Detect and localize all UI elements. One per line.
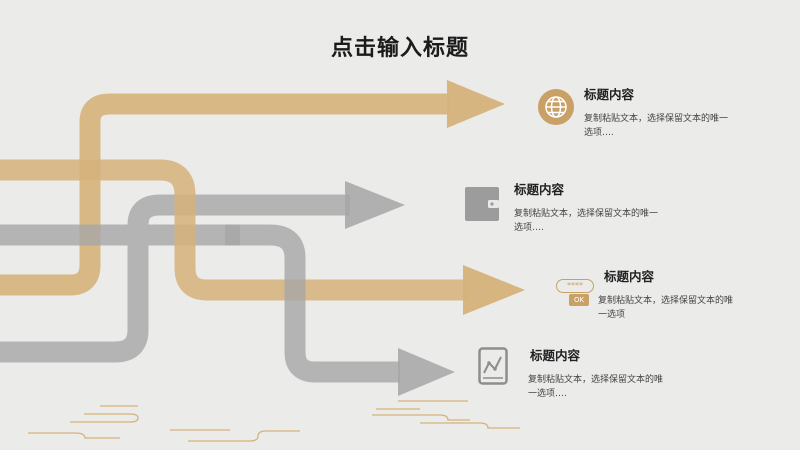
item-description: 复制粘贴文本，选择保留文本的唯一选项…. bbox=[584, 114, 729, 138]
item-description: 复制粘贴文本，选择保留文本的唯一选项…. bbox=[528, 375, 664, 399]
item-title: 标题内容 bbox=[530, 348, 581, 363]
item-1: 标题内容 复制粘贴文本，选择保留文本的唯一选项…. bbox=[584, 84, 734, 140]
ok-badge: OK bbox=[569, 294, 589, 306]
slide-title: 点击输入标题 bbox=[330, 36, 469, 61]
item-3: 标题内容 复制粘贴文本，选择保留文本的唯一选项 bbox=[598, 266, 738, 322]
item-description: 复制粘贴文本，选择保留文本的唯一选项…. bbox=[514, 209, 659, 233]
arrow-head-2 bbox=[345, 181, 405, 229]
wallet-icon bbox=[465, 187, 499, 221]
arrow-path-3 bbox=[0, 159, 468, 301]
arrow-head-4 bbox=[398, 348, 455, 396]
item-title: 标题内容 bbox=[604, 269, 655, 284]
password-stars: **** bbox=[556, 279, 594, 293]
decorative-lines bbox=[28, 400, 520, 442]
tablet-chart-icon bbox=[478, 347, 508, 385]
arrow-path-4 bbox=[225, 224, 400, 383]
globe-icon bbox=[538, 89, 574, 125]
arrow-path-2 bbox=[0, 194, 350, 363]
item-title: 标题内容 bbox=[584, 87, 635, 102]
arrow-head-1 bbox=[447, 80, 505, 128]
item-description: 复制粘贴文本，选择保留文本的唯一选项 bbox=[598, 296, 734, 320]
arrow-path-1 bbox=[0, 93, 450, 296]
item-4: 标题内容 复制粘贴文本，选择保留文本的唯一选项…. bbox=[528, 345, 668, 401]
arrow-head-3 bbox=[463, 265, 525, 315]
password-icon: **** OK bbox=[556, 279, 594, 313]
item-2: 标题内容 复制粘贴文本，选择保留文本的唯一选项…. bbox=[514, 179, 664, 235]
item-title: 标题内容 bbox=[514, 182, 565, 197]
